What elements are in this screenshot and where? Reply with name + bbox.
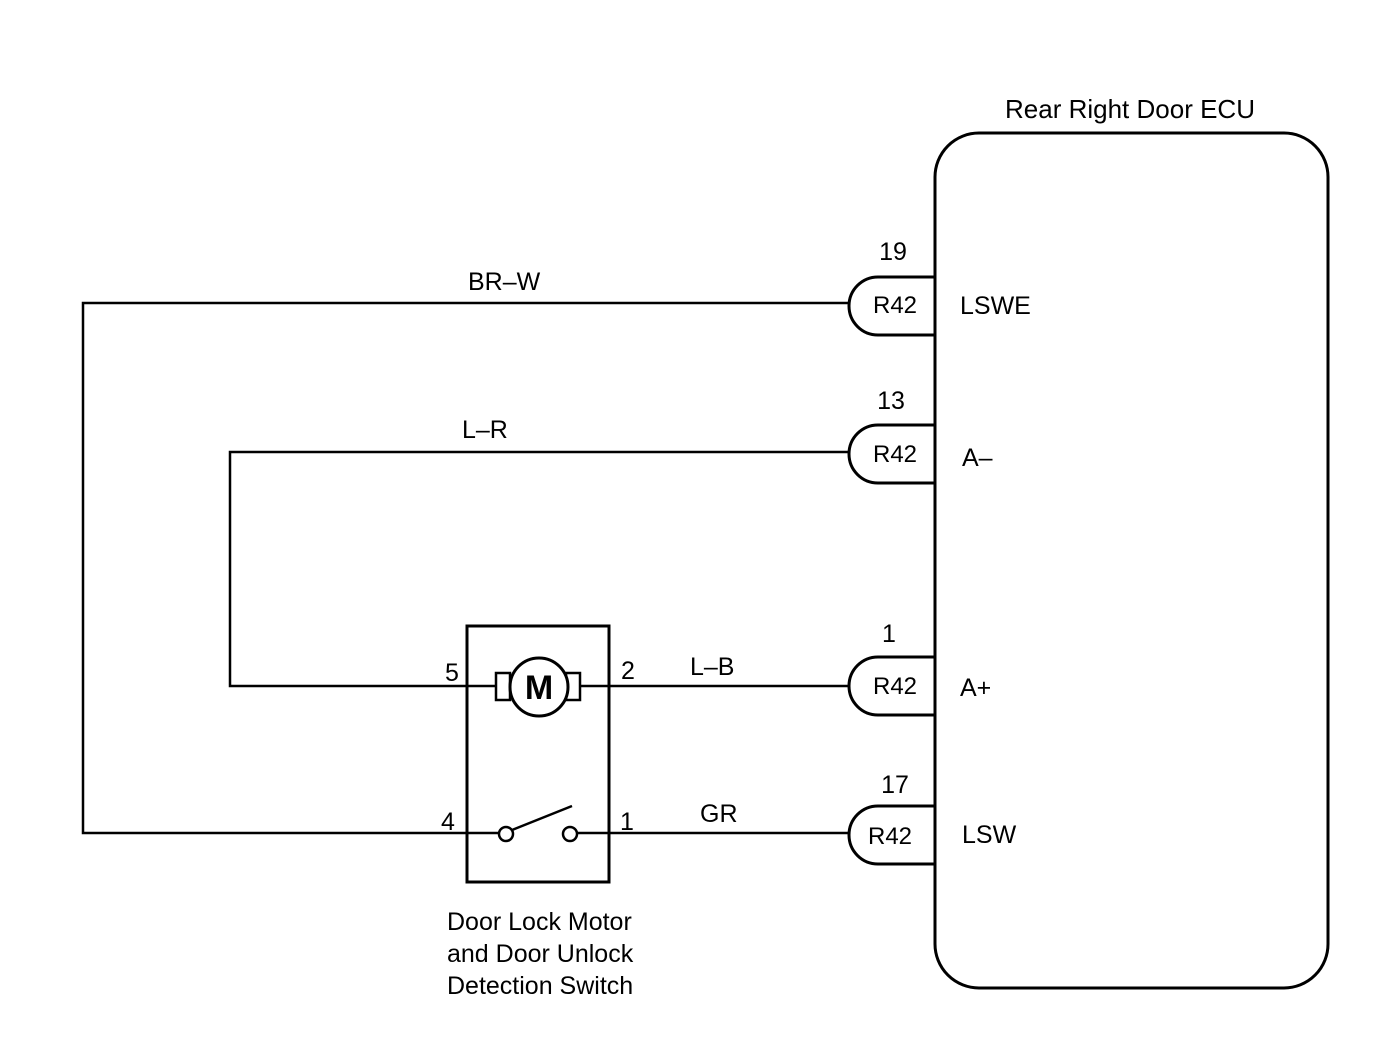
wire-color-br-w: BR–W: [468, 268, 541, 296]
terminal-1-ecu: 1: [882, 620, 896, 648]
connector-a-plus: R42: [847, 655, 935, 717]
terminal-2: 2: [621, 657, 635, 685]
motor-icon: M: [494, 656, 582, 718]
signal-lswe: LSWE: [960, 292, 1031, 320]
svg-text:M: M: [525, 669, 553, 707]
terminal-17: 17: [881, 771, 909, 799]
component-caption-line-1: Door Lock Motor: [447, 908, 632, 936]
wire-l-r: [228, 450, 850, 688]
component-caption-line-3: Detection Switch: [447, 972, 633, 1000]
component-box: [465, 624, 611, 884]
ecu-title: Rear Right Door ECU: [1005, 94, 1255, 124]
signal-a-minus: A–: [962, 444, 993, 472]
terminal-13: 13: [877, 387, 905, 415]
ecu-box: [933, 131, 1330, 990]
connector-lswe: R42: [847, 275, 935, 337]
terminal-1-switch: 1: [620, 808, 634, 836]
connector-lsw: R42: [847, 804, 935, 866]
wire-color-l-r: L–R: [462, 416, 508, 444]
svg-text:R42: R42: [873, 441, 917, 468]
signal-a-plus: A+: [960, 674, 991, 702]
switch-icon: [497, 804, 579, 843]
wire-br-w: [81, 301, 850, 835]
terminal-4: 4: [441, 808, 455, 836]
signal-lsw: LSW: [962, 821, 1017, 849]
component-caption-line-2: and Door Unlock: [447, 940, 634, 968]
terminal-19: 19: [879, 238, 907, 266]
svg-text:R42: R42: [873, 673, 917, 700]
terminal-5: 5: [445, 659, 459, 687]
svg-text:R42: R42: [873, 292, 917, 319]
wire-color-gr: GR: [700, 800, 738, 828]
wire-color-l-b: L–B: [690, 653, 734, 681]
connector-a-minus: R42: [847, 423, 935, 485]
svg-text:R42: R42: [868, 823, 912, 850]
